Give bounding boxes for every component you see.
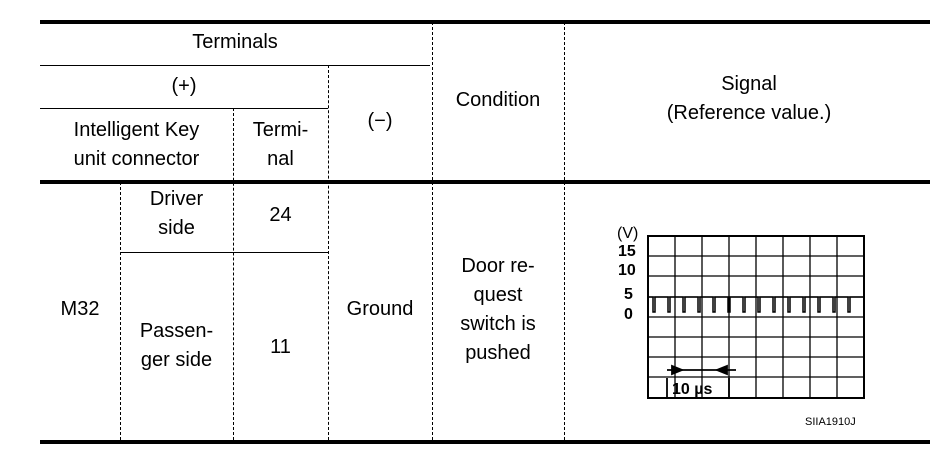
- passenger-side-line2: ger side: [140, 349, 213, 371]
- oscilloscope-waveform: 10 µs: [647, 235, 865, 399]
- divider-minus: [328, 65, 329, 440]
- plus-header: (+): [171, 75, 197, 97]
- connector-header: Intelligent Key unit connector: [40, 116, 233, 174]
- signal-header: Signal (Reference value.): [564, 70, 934, 128]
- scope-tick-label: 0: [624, 306, 633, 323]
- minus-header: (−): [367, 110, 393, 132]
- divider-connector-subside: [120, 182, 121, 440]
- connector-header-line1: Intelligent Key: [73, 119, 200, 141]
- driver-side-line1: Driver: [149, 188, 204, 210]
- scope-grid: [647, 235, 865, 399]
- condition-line: Door re-: [461, 255, 535, 277]
- driver-terminal-cell: 24: [269, 204, 292, 226]
- scope-tick-label: 15: [618, 243, 636, 260]
- figure-code: SIIA1910J: [805, 416, 856, 428]
- passenger-terminal-cell: 11: [270, 336, 291, 358]
- divider-signal: [564, 22, 565, 440]
- time-scale-marker: [666, 364, 736, 398]
- plus-header-rule: [40, 65, 430, 66]
- divider-condition: [432, 22, 433, 440]
- condition-line: switch is: [460, 313, 536, 335]
- condition-header: Condition: [455, 89, 541, 111]
- time-scale-label: 10 µs: [672, 381, 712, 398]
- driver-side-line2: side: [158, 217, 195, 239]
- signal-trace: [648, 296, 864, 313]
- signal-header-line2: (Reference value.): [666, 102, 832, 124]
- bottom-rule: [40, 440, 930, 444]
- terminal-header-line1: Termi-: [252, 119, 309, 141]
- condition-line: pushed: [465, 342, 531, 364]
- condition-cell: Door re- quest switch is pushed: [432, 252, 564, 368]
- top-rule: [40, 20, 930, 24]
- driver-row-rule: [120, 252, 328, 253]
- scope-tick-label: 5: [624, 286, 633, 303]
- passenger-side-line1: Passen-: [139, 320, 214, 342]
- ground-cell: Ground: [346, 298, 414, 320]
- terminal-header: Termi- nal: [233, 116, 328, 174]
- passenger-side-cell: Passen- ger side: [120, 317, 233, 375]
- scope-unit-label: (V): [617, 225, 639, 242]
- signal-header-line1: Signal: [721, 73, 777, 95]
- condition-line: quest: [473, 284, 523, 306]
- scope-tick-label: 10: [618, 262, 636, 279]
- driver-side-cell: Driver side: [120, 185, 233, 243]
- header-bottom-rule: [40, 180, 930, 184]
- connector-cell: M32: [60, 298, 100, 320]
- connector-header-rule: [40, 108, 328, 109]
- connector-header-line2: unit connector: [73, 148, 200, 170]
- terminals-header: Terminals: [192, 31, 278, 53]
- divider-terminal: [233, 108, 234, 440]
- terminal-header-line2: nal: [267, 148, 294, 170]
